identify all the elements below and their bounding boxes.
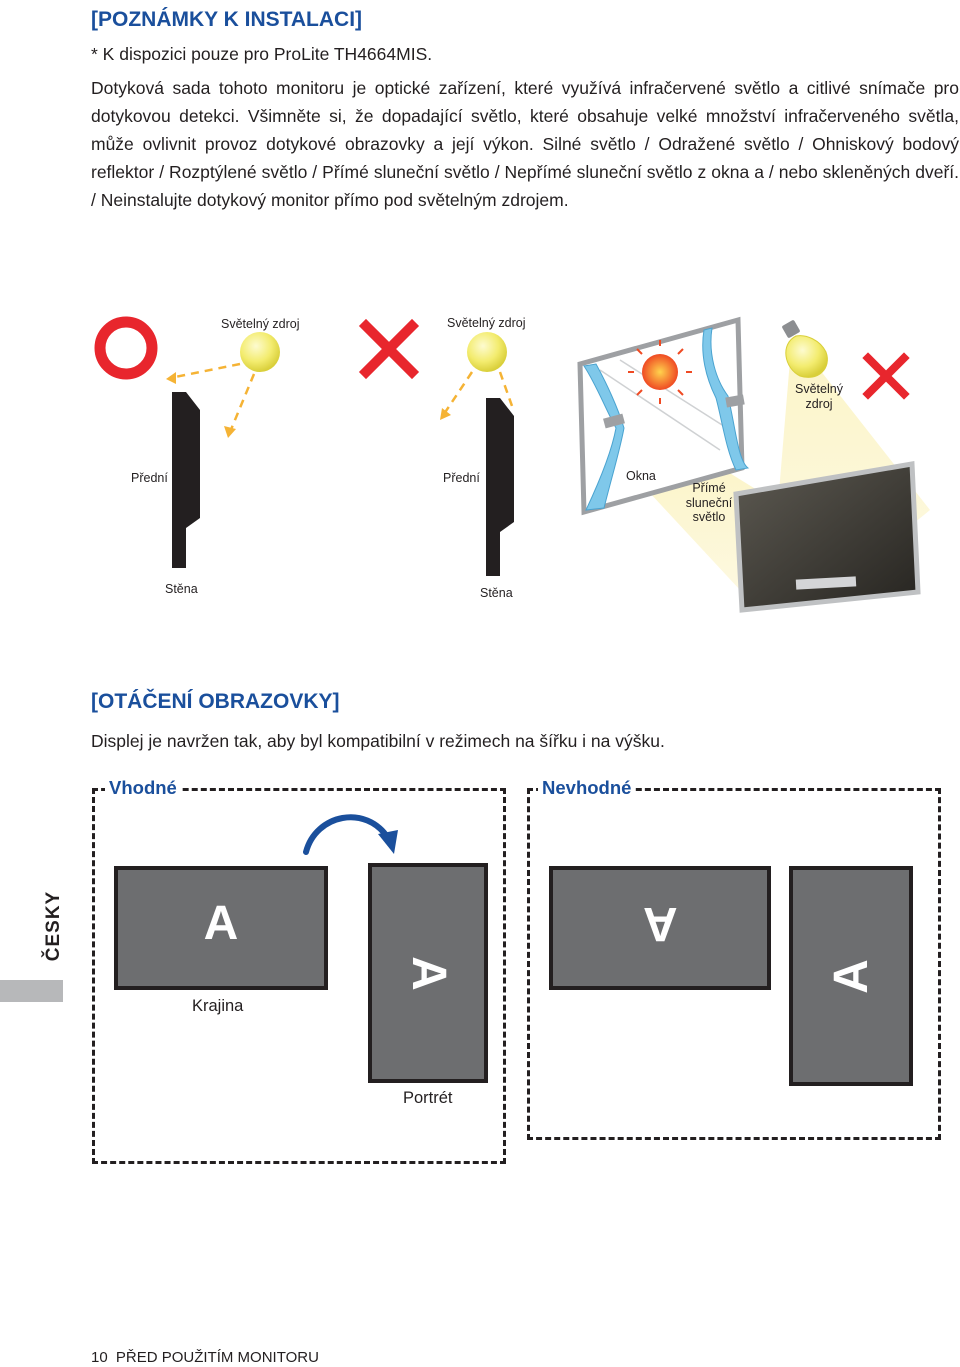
footer: 10 PŘED POUŽITÍM MONITORU (91, 1349, 319, 1366)
wall-label-2: Stěna (480, 586, 513, 600)
light-source-label-3-line1: Světelný (795, 382, 843, 396)
portrait-label: Portrét (403, 1089, 453, 1107)
light-ray-1a (169, 362, 241, 380)
installation-illustration (94, 316, 930, 613)
light-ray-1b-arrowhead (224, 426, 236, 438)
front-label-2: Přední (443, 471, 480, 485)
light-ray-2a (442, 371, 474, 415)
light-source-label-3: Světelný zdroj (786, 382, 852, 412)
light-source-1-icon (240, 332, 280, 372)
direct-sun-label-line1: Přímé (692, 481, 726, 495)
window-glass-lines (599, 359, 731, 451)
light-source-label-2: Světelný zdroj (447, 316, 526, 330)
wrong-portrait-screen: A (789, 866, 913, 1086)
ng-cross-icon-2 (862, 352, 910, 400)
language-tab-bar (0, 980, 63, 1002)
landscape-letter: A (203, 896, 239, 950)
curtain-right-icon (702, 327, 750, 471)
monitor-stand (795, 576, 857, 590)
monitor-side-2 (486, 398, 514, 576)
language-tab-label: ČESKY (43, 890, 64, 962)
landscape-screen: A (114, 866, 328, 990)
rotation-body: Displej je navržen tak, aby byl kompatib… (91, 731, 665, 751)
install-notes-heading: [POZNÁMKY K INSTALACI] (91, 8, 363, 31)
unsuitable-box (527, 788, 941, 1140)
light-ray-2a-arrowhead (440, 408, 451, 420)
sun-rays (628, 340, 692, 404)
front-label-1: Přední (131, 471, 168, 485)
installation-figure: Světelný zdroj Světelný zdroj Světelný z… (0, 300, 960, 620)
upside-down-letter: A (642, 896, 678, 950)
curtain-tie-right (725, 394, 745, 408)
light-ray-2b (498, 371, 514, 407)
light-source-2-icon (467, 332, 507, 372)
wrong-portrait-letter: A (824, 958, 878, 994)
curtain-left-icon (583, 363, 625, 511)
light-source-label-3-line2: zdroj (805, 397, 833, 411)
light-source-label-1: Světelný zdroj (221, 317, 300, 331)
ceiling-bulb-icon (782, 320, 828, 378)
sun-icon (642, 354, 678, 390)
suitable-box (92, 788, 506, 1164)
ng-cross-icon-1 (358, 318, 420, 380)
portrait-screen: A (368, 863, 488, 1083)
direct-sun-label-line3: světlo (692, 510, 726, 524)
suitable-title: Vhodné (105, 777, 181, 799)
landscape-label: Krajina (192, 997, 244, 1015)
window-label: Okna (626, 469, 656, 483)
light-ray-1b (228, 373, 256, 433)
portrait-letter: A (401, 955, 455, 991)
direct-sun-label-line2: sluneční (685, 495, 733, 510)
rotate-arrow-icon (303, 814, 398, 855)
tilted-monitor-icon (733, 461, 921, 613)
rotation-heading: [OTÁČENÍ OBRAZOVKY] (91, 690, 340, 713)
ok-circle-icon (94, 316, 158, 380)
light-ray-1a-arrowhead (166, 372, 176, 384)
footer-section: PŘED POUŽITÍM MONITORU (115, 1349, 319, 1366)
direct-sun-label: Přímé sluneční světlo (680, 481, 738, 525)
language-tab-label-wrap: ČESKY (36, 876, 72, 976)
upside-down-screen: A (549, 866, 771, 990)
wall-label-1: Stěna (165, 582, 198, 596)
unsuitable-title: Nevhodné (538, 777, 636, 799)
monitor-side-1 (172, 392, 200, 568)
page-number: 10 (91, 1349, 108, 1366)
availability-note: * K dispozici pouze pro ProLite TH4664MI… (91, 44, 433, 64)
install-notes-body: Dotyková sada tohoto monitoru je optické… (91, 78, 959, 210)
